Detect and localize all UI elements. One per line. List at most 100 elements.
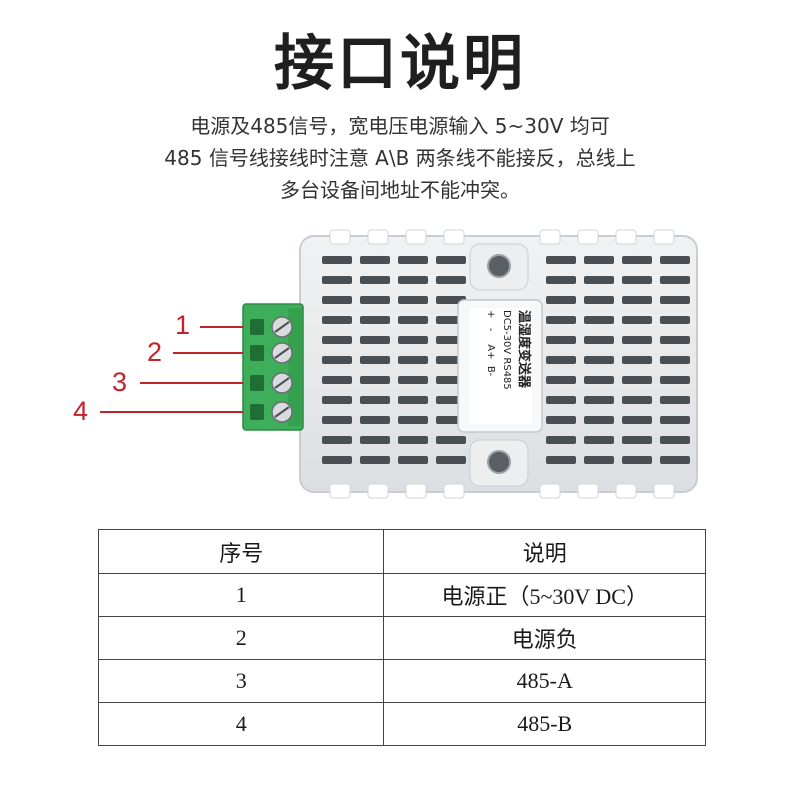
vent-slot: [322, 296, 352, 304]
vent-slot: [322, 396, 352, 404]
vent-slot: [584, 296, 614, 304]
vent-slot: [360, 416, 390, 424]
page-title: 接口说明: [274, 29, 526, 99]
vent-slot: [322, 316, 352, 324]
vent-slot: [622, 316, 652, 324]
vent-slot: [360, 356, 390, 364]
vent-slot: [660, 316, 690, 324]
description-line-2: 485 信号线接线时注意 A\B 两条线不能接反，总线上: [164, 146, 636, 170]
vent-slot: [660, 296, 690, 304]
vent-slot: [322, 256, 352, 264]
vent-slot: [622, 436, 652, 444]
vent-slot: [622, 336, 652, 344]
vent-slot: [436, 436, 466, 444]
description-line-3: 多台设备间地址不能冲突。: [280, 178, 520, 202]
vent-slot: [584, 256, 614, 264]
vent-slot: [398, 396, 428, 404]
vent-slot: [546, 316, 576, 324]
row-index: 4: [97, 702, 385, 746]
screw-slot: [274, 406, 290, 418]
table-row: 3 485-A: [97, 659, 706, 703]
screw-slot: [274, 321, 290, 333]
vent-slot: [584, 436, 614, 444]
vent-slot: [398, 436, 428, 444]
vent-slot: [360, 436, 390, 444]
vent-slot: [546, 456, 576, 464]
description-line-1: 电源及485信号，宽电压电源输入 5~30V 均可: [190, 114, 610, 138]
device-label-name: 温湿度变送器: [516, 310, 532, 389]
vent-slot: [398, 256, 428, 264]
vent-slot: [660, 356, 690, 364]
vent-slot: [584, 376, 614, 384]
row-description: 485-A: [383, 659, 706, 703]
vent-slot: [584, 356, 614, 364]
device-label-spec: DC5-30V RS485: [501, 310, 512, 390]
vent-slot: [622, 396, 652, 404]
vent-slot: [398, 296, 428, 304]
vent-slot: [322, 436, 352, 444]
vent-slot: [584, 456, 614, 464]
vent-slot: [584, 316, 614, 324]
vent-slot: [360, 296, 390, 304]
vent-slot: [398, 276, 428, 284]
row-description: 电源负: [383, 616, 706, 660]
row-index: 2: [97, 616, 385, 660]
terminal-wire-hole: [250, 319, 264, 335]
vent-slot: [398, 356, 428, 364]
vent-slot: [546, 416, 576, 424]
header-index: 序号: [97, 529, 385, 574]
vent-slot: [436, 456, 466, 464]
vent-slot: [584, 416, 614, 424]
pin-label-4: 4: [73, 396, 89, 426]
vent-slot: [546, 356, 576, 364]
vent-slot: [546, 436, 576, 444]
vent-slot: [322, 356, 352, 364]
vent-slot: [546, 276, 576, 284]
vent-slot: [360, 336, 390, 344]
vent-slot: [322, 336, 352, 344]
table-row: 4 485-B: [97, 702, 706, 746]
vent-slot: [360, 256, 390, 264]
row-index: 3: [97, 659, 385, 703]
vent-slot: [622, 376, 652, 384]
terminal-wire-hole: [250, 375, 264, 391]
pin-table: 序号 说明 1 电源正（5~30V DC） 2 电源负 3 485-A 4 48…: [97, 529, 706, 746]
vent-slot: [660, 336, 690, 344]
vent-slot: [546, 296, 576, 304]
table-row: 1 电源正（5~30V DC）: [97, 573, 706, 617]
housing-teeth: [329, 229, 675, 499]
vent-slot: [436, 256, 466, 264]
vent-slot: [360, 276, 390, 284]
vent-slot: [622, 416, 652, 424]
vent-slot: [322, 376, 352, 384]
terminal-wire-hole: [250, 404, 264, 420]
vent-slot: [660, 256, 690, 264]
vent-slot: [360, 396, 390, 404]
vent-slot: [622, 456, 652, 464]
vent-slot: [660, 436, 690, 444]
row-description: 电源正（5~30V DC）: [383, 573, 706, 617]
vent-slot: [360, 316, 390, 324]
terminal-wire-hole: [250, 345, 264, 361]
vent-slot: [360, 376, 390, 384]
pin-leader-lines: [100, 326, 243, 413]
header-description: 说明: [383, 529, 706, 574]
pin-table-header: 序号 说明: [97, 529, 706, 574]
description: 电源及485信号，宽电压电源输入 5~30V 均可 485 信号线接线时注意 A…: [0, 110, 800, 206]
vent-slot: [398, 376, 428, 384]
device-label-pins: + - A+ B-: [485, 310, 496, 377]
vent-slot: [360, 456, 390, 464]
row-description: 485-B: [383, 702, 706, 746]
vent-slot: [322, 456, 352, 464]
vent-slot: [546, 336, 576, 344]
vent-slot: [322, 276, 352, 284]
vent-slot: [398, 336, 428, 344]
screw-slot: [274, 377, 290, 389]
vent-slot: [622, 256, 652, 264]
table-row: 2 电源负: [97, 616, 706, 660]
terminal-block: [242, 303, 304, 431]
vent-slot: [546, 376, 576, 384]
pin-label-3: 3: [112, 367, 128, 397]
pin-label-1: 1: [175, 310, 191, 340]
